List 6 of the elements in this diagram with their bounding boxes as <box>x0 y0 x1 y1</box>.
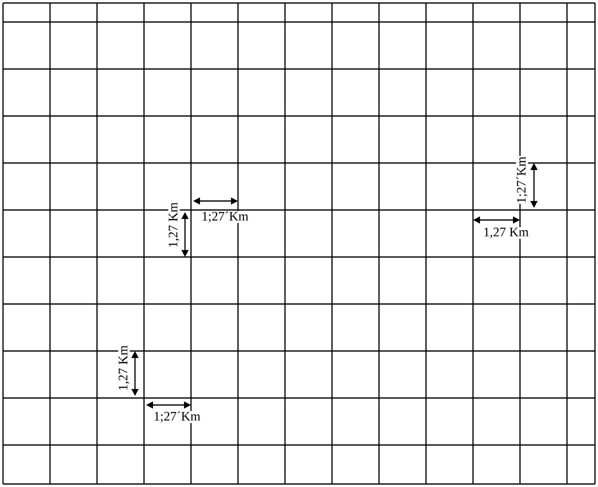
dimension-label: 1;27´Km <box>516 156 528 204</box>
dimension-label: 1;27´Km <box>153 410 201 423</box>
dimension-label: 1,27 Km <box>118 344 130 392</box>
dimension-label: 1,27 Km <box>482 227 530 239</box>
dimension-label: 1,27 Km <box>168 202 180 248</box>
dimension-label: 1;27´Km <box>201 210 249 223</box>
